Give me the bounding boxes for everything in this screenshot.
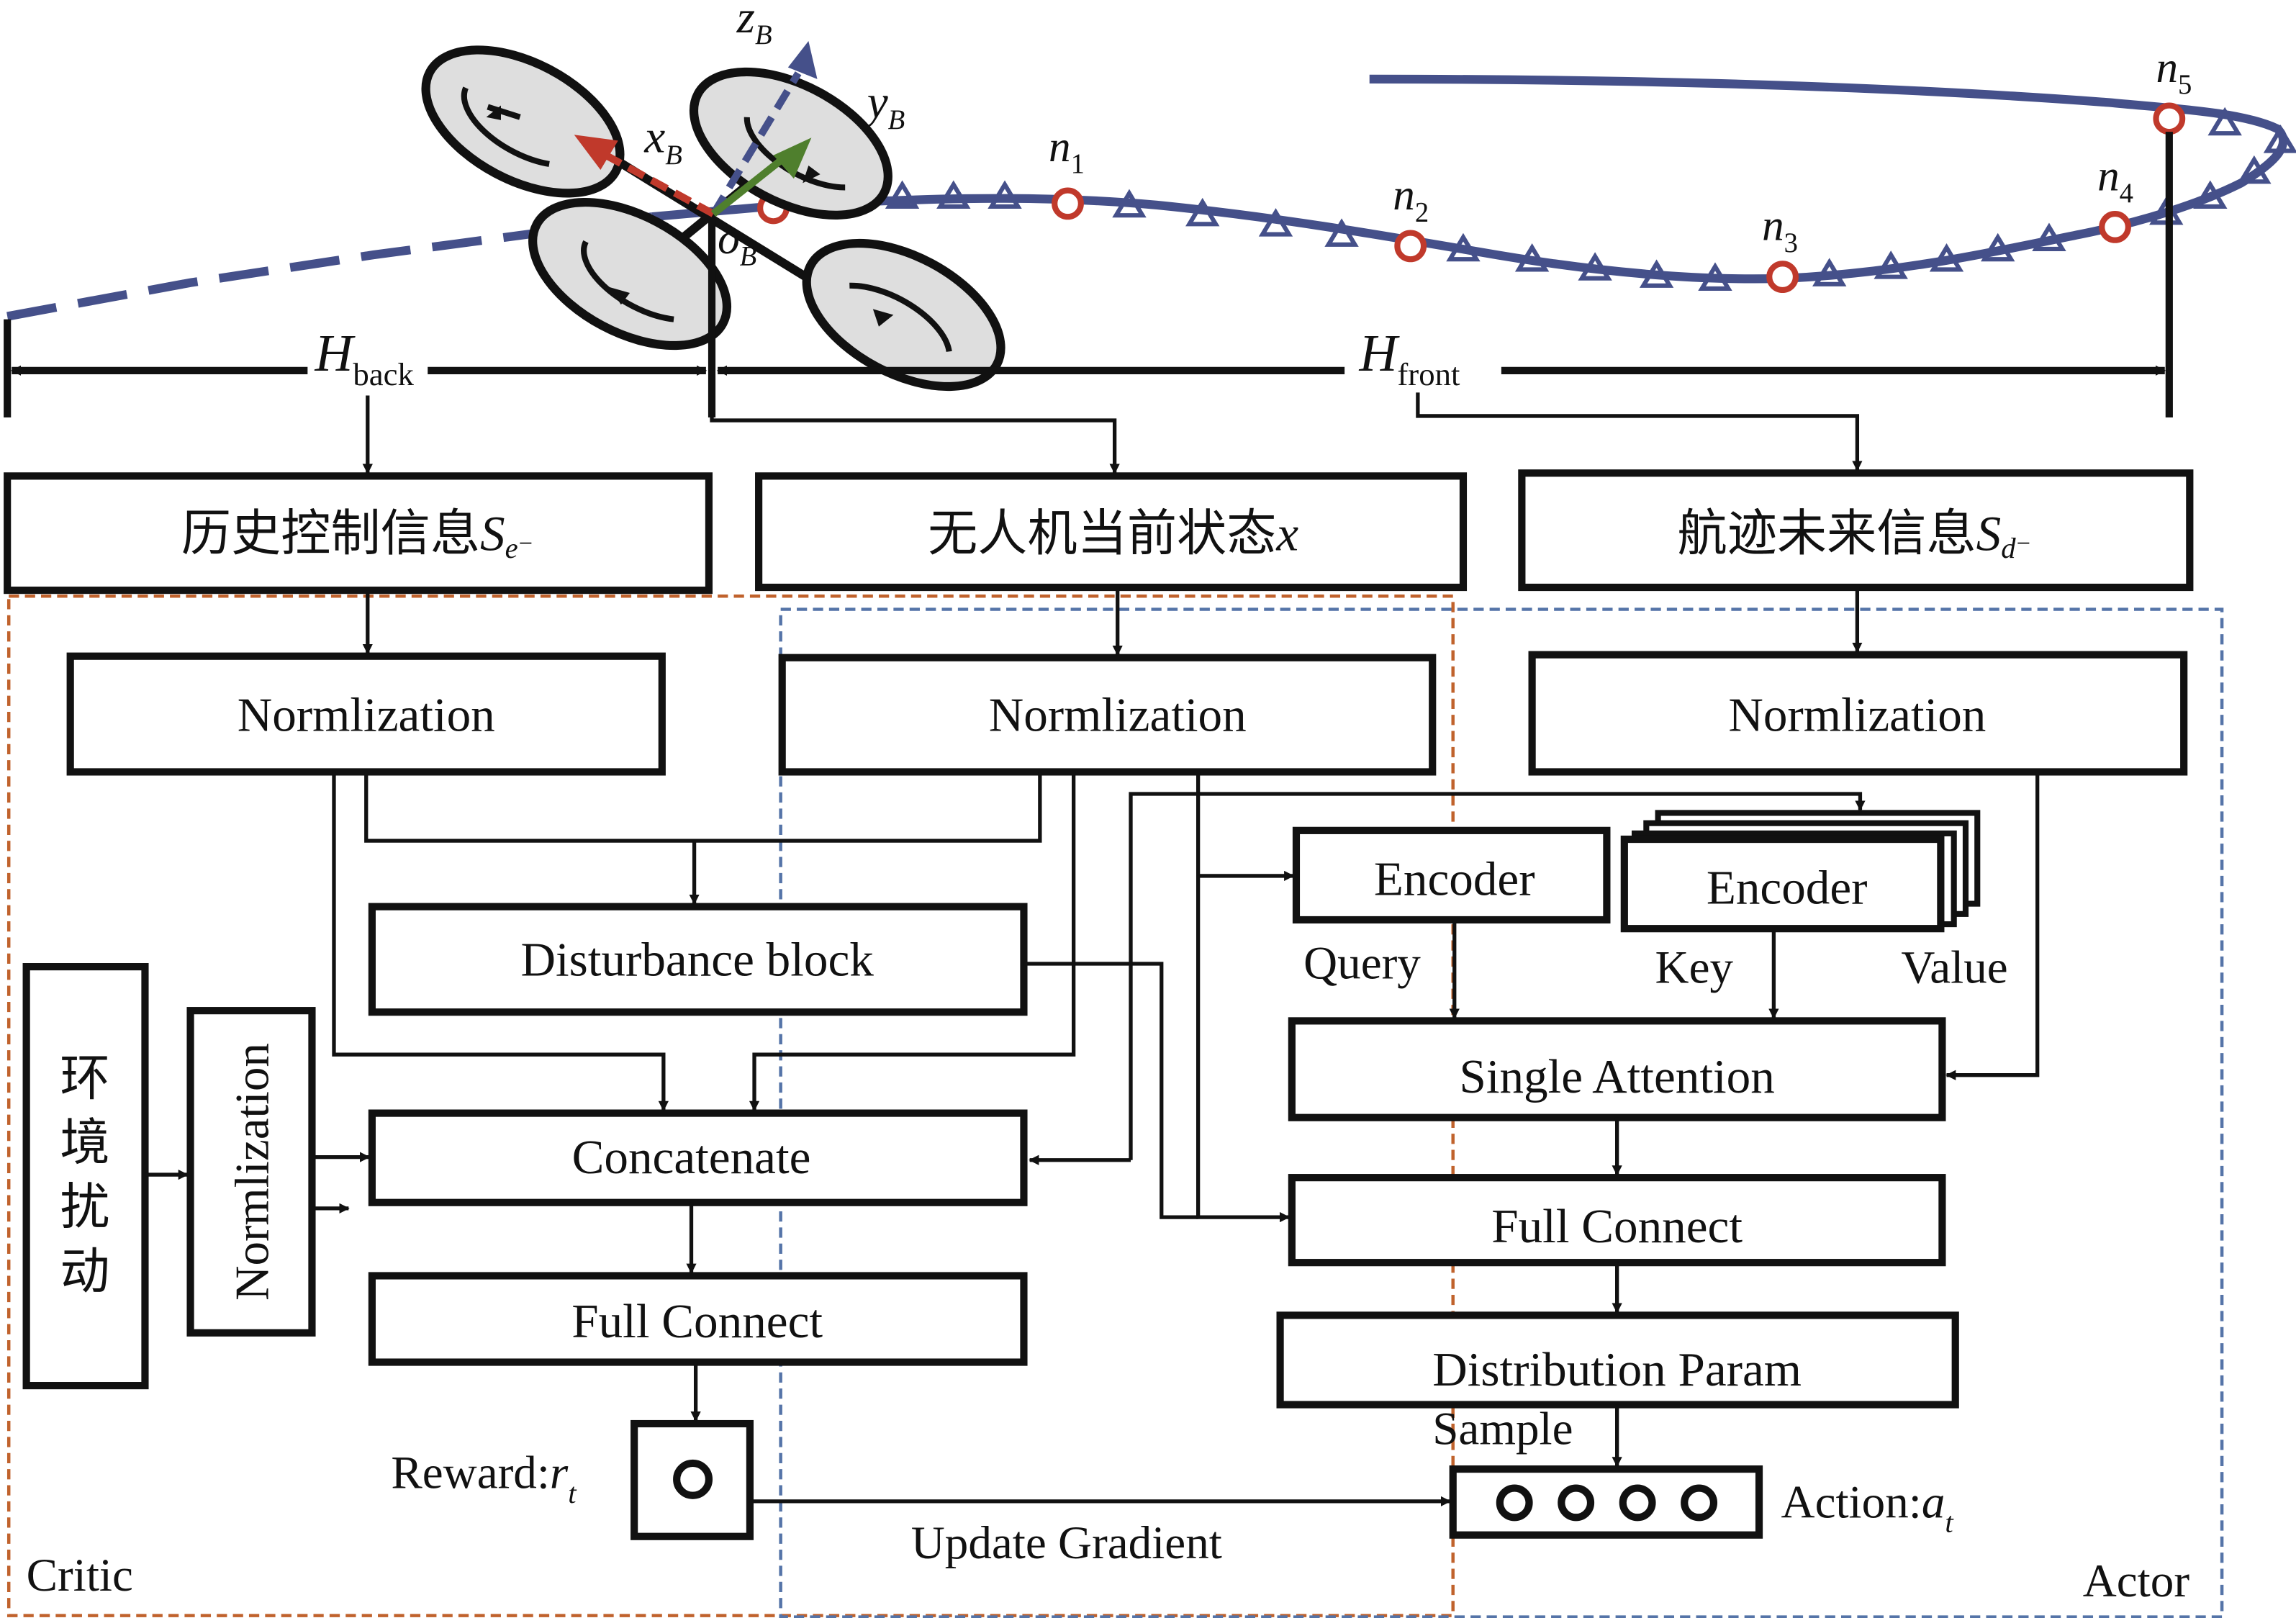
- node-n1: n1: [1049, 123, 1085, 179]
- z-axis-arrow-icon: [787, 40, 818, 79]
- normalization-mid-box: [778, 654, 1437, 776]
- node-n2: n2: [1393, 171, 1429, 227]
- normalization-right-box: [1528, 651, 2188, 776]
- reward-neuron-icon: [673, 1459, 713, 1499]
- future-info-box: [1518, 469, 2194, 592]
- update-gradient-label: Update Gradient: [911, 1517, 1222, 1569]
- horizon-dimensions: Hback Hfront: [4, 132, 2173, 417]
- svg-text:动: 动: [60, 1244, 109, 1299]
- disturbance-block-box: [368, 903, 1028, 1016]
- disturbance-block-label: Disturbance block: [520, 932, 874, 986]
- concatenate-box: [368, 1109, 1028, 1206]
- full-connect-actor-label: Full Connect: [1491, 1199, 1743, 1253]
- full-connect-actor-box: [1288, 1174, 1946, 1267]
- svg-text:环: 环: [60, 1050, 109, 1106]
- node-n3: n3: [1762, 202, 1798, 258]
- encoder-query-box: [1292, 826, 1611, 924]
- single-attention-label: Single Attention: [1459, 1049, 1774, 1103]
- current-state-box: [755, 472, 1468, 592]
- normalization-left-box: [66, 652, 666, 776]
- rotor-icon: [421, 45, 625, 198]
- normalization-right-label: Normlization: [1728, 688, 1986, 742]
- history-info-label: 历史控制信息Se⁻: [181, 505, 533, 564]
- rotor-icon: [802, 238, 1005, 392]
- node-n5: n5: [2156, 44, 2192, 100]
- trajectory-sample-markers: [831, 107, 2296, 291]
- trajectory: [6, 74, 2296, 321]
- distribution-param-box: [1276, 1311, 1959, 1409]
- reward-node-box: [631, 1419, 754, 1540]
- encoder-key-stack: [1620, 810, 1981, 933]
- action-label: Action:at: [1781, 1476, 1955, 1538]
- waypoint-labels: n1 n2 n3 n4 n5: [1049, 44, 2192, 258]
- normalization-left-label: Normlization: [238, 688, 495, 742]
- critic-label: Critic: [27, 1550, 133, 1601]
- body-frame-axes: zB yB xB oB: [574, 0, 905, 271]
- connectors: [145, 392, 2040, 1506]
- svg-text:境: 境: [60, 1115, 109, 1170]
- key-label: Key: [1655, 941, 1734, 993]
- actor-label: Actor: [2083, 1555, 2190, 1607]
- h-back-label: Hback: [315, 324, 415, 392]
- full-connect-critic-box: [368, 1272, 1028, 1366]
- current-state-label: 无人机当前状态x: [928, 505, 1298, 561]
- x-axis-arrow-icon: [574, 135, 618, 171]
- origin-label: oB: [718, 215, 756, 271]
- normalization-mid-label: Normlization: [989, 688, 1247, 742]
- environment-disturbance-box: [22, 963, 149, 1390]
- h-front-label: Hfront: [1358, 324, 1460, 392]
- action-neurons-icon: [1496, 1484, 1718, 1522]
- encoder-key-label: Encoder: [1707, 861, 1868, 915]
- rotor-icon: [528, 197, 732, 351]
- reward-label: Reward:rt: [391, 1447, 577, 1509]
- distribution-param-label: Distribution Param: [1432, 1342, 1802, 1396]
- y-axis-arrow-icon: [773, 137, 812, 179]
- encoder-query-label: Encoder: [1374, 852, 1535, 906]
- normalization-vertical-box: [186, 1007, 316, 1337]
- normalization-vertical-label: Normlization: [225, 1043, 279, 1301]
- action-node-box: [1449, 1465, 1763, 1539]
- x-axis-label: xB: [643, 112, 682, 171]
- z-axis-label: zB: [736, 0, 772, 50]
- query-label: Query: [1303, 937, 1421, 989]
- history-info-box: [4, 472, 713, 595]
- full-connect-critic-label: Full Connect: [571, 1294, 823, 1348]
- future-info-label: 航迹未来信息Sd⁻: [1678, 505, 2032, 564]
- svg-text:扰: 扰: [60, 1179, 109, 1234]
- quadrotor-icon: [421, 45, 1005, 392]
- value-label: Value: [1901, 941, 2007, 993]
- sample-label: Sample: [1432, 1404, 1573, 1455]
- environment-disturbance-label: 环 境 扰 动: [60, 1050, 109, 1299]
- concatenate-label: Concatenate: [572, 1130, 811, 1184]
- y-axis-label: yB: [863, 76, 905, 135]
- node-n4: n4: [2097, 153, 2133, 209]
